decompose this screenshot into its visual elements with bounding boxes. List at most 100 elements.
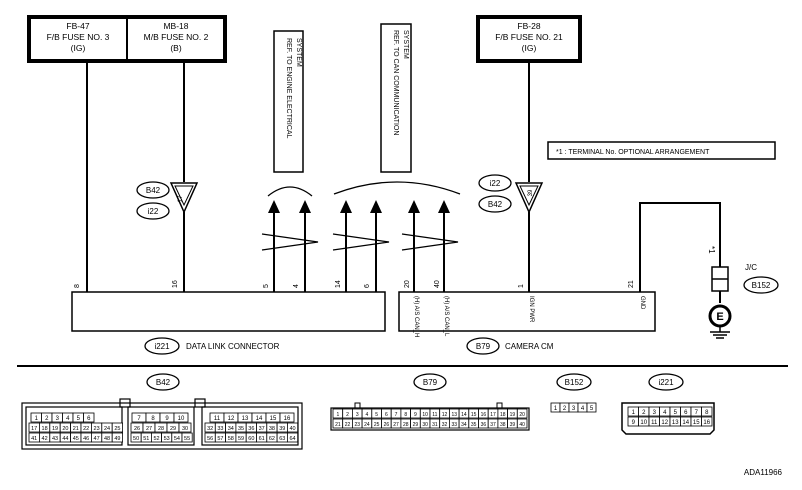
pin-number: 40 bbox=[519, 422, 525, 428]
pin-number: 24 bbox=[104, 426, 110, 432]
pin-number: 7 bbox=[695, 410, 699, 416]
pin-number: 16 bbox=[481, 412, 487, 418]
pin-number: 28 bbox=[158, 426, 164, 432]
pin-number: 29 bbox=[413, 422, 419, 428]
pin-number: 10 bbox=[178, 416, 185, 422]
pin-number: 1 bbox=[336, 412, 339, 418]
pin-cell bbox=[111, 432, 123, 443]
connector-id-b42-view: B42 bbox=[146, 373, 180, 391]
ref-can-box bbox=[380, 23, 412, 173]
pin-number: 22 bbox=[83, 426, 89, 432]
pin-number: 30 bbox=[422, 422, 428, 428]
pin-number: 16 bbox=[703, 420, 710, 426]
pin-number: 14 bbox=[256, 416, 263, 422]
pin-number: 59 bbox=[238, 436, 244, 442]
signal-arrows bbox=[268, 200, 450, 213]
pin-number: 10 bbox=[640, 420, 647, 426]
svg-text:B79: B79 bbox=[476, 342, 491, 351]
fuse-fb47-type: (IG) bbox=[71, 43, 86, 53]
pin-number: 27 bbox=[393, 422, 399, 428]
pin-number: 20 bbox=[519, 412, 525, 418]
pin-cell bbox=[83, 412, 95, 423]
pin-number: 6 bbox=[385, 412, 388, 418]
pin-number: 1 bbox=[35, 416, 39, 422]
pin-number: 32 bbox=[442, 422, 448, 428]
pin-number: 36 bbox=[248, 426, 254, 432]
twisted-pair-marks bbox=[261, 181, 461, 251]
pin-number: 23 bbox=[354, 422, 360, 428]
svg-text:14: 14 bbox=[335, 280, 342, 288]
pin-number: 7 bbox=[395, 412, 398, 418]
pin-number: 42 bbox=[42, 436, 48, 442]
pin-number: 44 bbox=[62, 436, 68, 442]
connector-id-b79: B79 bbox=[466, 337, 500, 355]
pin-number: 35 bbox=[471, 422, 477, 428]
pin-number: 24 bbox=[364, 422, 370, 428]
pin-number: 6 bbox=[684, 410, 688, 416]
fuse-fb28-name: F/B FUSE NO. 21 bbox=[495, 32, 563, 42]
connector-id-b152-view: B152 bbox=[556, 373, 592, 391]
fuse-fb28-id: FB-28 bbox=[517, 21, 540, 31]
pin-number: 62 bbox=[269, 436, 275, 442]
svg-text:B42: B42 bbox=[146, 186, 161, 195]
pin-number: 5 bbox=[674, 410, 678, 416]
pin-cell bbox=[181, 432, 193, 443]
pin-cell bbox=[516, 418, 528, 429]
pin-number: 14 bbox=[461, 412, 467, 418]
ref-engine-line2: SYSTEM bbox=[295, 38, 302, 67]
pin-number: 4 bbox=[663, 410, 667, 416]
pin-number: 54 bbox=[174, 436, 180, 442]
pin-number: 11 bbox=[651, 420, 658, 426]
svg-text:B152: B152 bbox=[752, 281, 771, 290]
pin-number: 47 bbox=[94, 436, 100, 442]
jc-label: J/C bbox=[745, 263, 757, 272]
pin-number: 33 bbox=[451, 422, 457, 428]
pin-number: 39 bbox=[279, 426, 285, 432]
term-can-l: (H) A/S CAN_L bbox=[443, 296, 449, 337]
pin-number: 28 bbox=[403, 422, 409, 428]
pin-number: 13 bbox=[672, 420, 679, 426]
pin-cell bbox=[701, 416, 713, 427]
fuse-box-fb28 bbox=[476, 15, 582, 63]
pin-number: 4 bbox=[66, 416, 70, 422]
pin-cell bbox=[286, 432, 299, 443]
pin-cell bbox=[178, 422, 192, 433]
pin-number: 14 bbox=[682, 420, 689, 426]
svg-text:21: 21 bbox=[628, 280, 635, 288]
pin-39-label: 39 bbox=[528, 189, 534, 196]
pin-number: 11 bbox=[214, 416, 221, 422]
pin-number: 5 bbox=[375, 412, 378, 418]
pin-number: 60 bbox=[248, 436, 254, 442]
pin-number: 2 bbox=[45, 416, 49, 422]
pin-number: 46 bbox=[83, 436, 89, 442]
pin-number: 19 bbox=[510, 412, 516, 418]
pin-number: 12 bbox=[661, 420, 668, 426]
ref-can-line2: SYSTEM bbox=[402, 30, 409, 59]
i221-connector-housing bbox=[621, 402, 715, 435]
ref-engine-line1: REF. TO ENGINE ELECTRICAL bbox=[285, 38, 292, 139]
pin-number: 21 bbox=[335, 422, 341, 428]
pin-number: 53 bbox=[164, 436, 170, 442]
connector-id-i22-right: i22 bbox=[478, 174, 512, 192]
pin-number: 43 bbox=[52, 436, 58, 442]
data-link-connector-box bbox=[71, 291, 386, 332]
pin-number: 13 bbox=[451, 412, 457, 418]
pin-number: 18 bbox=[42, 426, 48, 432]
connector-id-b79-view: B79 bbox=[413, 373, 447, 391]
pin-number: 3 bbox=[653, 410, 657, 416]
connector-id-b42-right: B42 bbox=[478, 195, 512, 213]
pin-number: 58 bbox=[228, 436, 234, 442]
svg-text:i22: i22 bbox=[490, 179, 501, 188]
pin-number: 37 bbox=[259, 426, 265, 432]
pin-number: 16 bbox=[284, 416, 291, 422]
pin-cell bbox=[701, 406, 713, 417]
pin-number: 8 bbox=[705, 410, 709, 416]
pin-number: 17 bbox=[490, 412, 496, 418]
svg-text:B79: B79 bbox=[423, 378, 438, 387]
pin-number: 4 bbox=[581, 406, 585, 412]
pin-number: 25 bbox=[374, 422, 380, 428]
pin-number: 36 bbox=[481, 422, 487, 428]
ref-engine-box bbox=[273, 30, 304, 173]
